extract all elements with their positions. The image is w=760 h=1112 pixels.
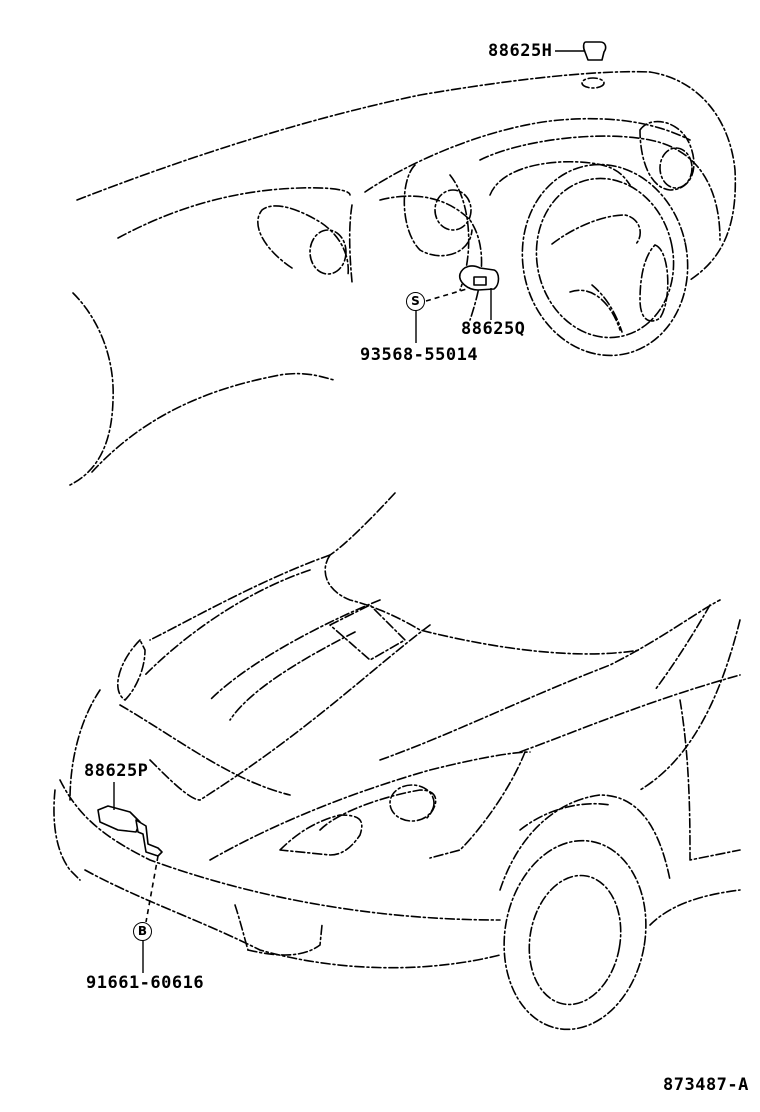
label-88625P[interactable]: 88625P — [84, 761, 149, 781]
hood-rear-edge — [324, 554, 641, 655]
steering-hub — [639, 244, 669, 322]
fender-top — [379, 599, 721, 761]
hood-left-edge — [149, 554, 331, 641]
bumper-lower-edge — [84, 869, 501, 969]
center-cluster-inner — [403, 164, 473, 257]
steering-wheel-outer — [521, 163, 689, 357]
hood-scoop-outline — [209, 599, 381, 701]
label-88625H[interactable]: 88625H — [488, 41, 553, 61]
fog-opening — [247, 924, 323, 956]
right-gauge — [659, 147, 693, 189]
front-tire — [503, 839, 647, 1031]
part-88625Q[interactable] — [458, 265, 500, 320]
fender-crease — [519, 674, 741, 753]
sensor-88625P-bracket — [135, 819, 163, 857]
a-pillar-left — [329, 492, 396, 556]
windshield-right — [654, 604, 711, 691]
label-91661-60616[interactable]: 91661-60616 — [86, 973, 205, 993]
dash-lower-line — [91, 372, 336, 473]
instrument-panel-view — [69, 41, 737, 486]
steering-spoke-left — [551, 214, 641, 246]
left-fender-front — [69, 689, 101, 801]
steering-spoke-bottom — [569, 289, 621, 331]
sensor-88625Q-connector — [473, 276, 487, 286]
steering-spoke-bottom-2 — [591, 284, 623, 333]
dash-upper-line — [117, 187, 351, 239]
front-exterior-view — [53, 492, 741, 1031]
center-gauge — [434, 189, 472, 231]
right-headlamp-bulb — [389, 784, 435, 822]
callout-s-icon: S — [406, 292, 425, 311]
callout-b-icon: B — [133, 922, 152, 941]
hood-left-edge-2 — [144, 569, 311, 676]
meter-hood-lower — [489, 160, 631, 196]
wheel-arch-outer — [499, 794, 671, 891]
steering-wheel-inner — [535, 177, 675, 339]
screw-path-S — [425, 287, 471, 302]
door-front-edge — [679, 699, 741, 861]
part-88625P[interactable] — [97, 782, 163, 857]
right-headlamp-rear — [429, 751, 526, 859]
sensor-mount-hole — [581, 77, 605, 89]
left-vent-housing — [257, 205, 350, 276]
right-headlamp-outer — [209, 751, 531, 861]
hood-scoop-line — [229, 631, 356, 721]
wheel-arch-inner — [519, 802, 611, 831]
label-93568-55014[interactable]: 93568-55014 — [360, 345, 479, 365]
rocker-line — [649, 889, 741, 926]
front-grille-opening — [234, 904, 249, 951]
bumper-side-left — [53, 789, 81, 881]
left-vent — [309, 229, 347, 275]
hood-panel-fold — [119, 704, 291, 796]
drawing-number: 873487-A — [663, 1075, 749, 1095]
sensor-88625P-body — [97, 805, 141, 833]
hood-center-line — [199, 624, 431, 801]
dash-top-edge — [76, 70, 651, 201]
left-headlamp — [116, 639, 146, 701]
hood-scoop-box — [329, 604, 406, 661]
dash-upper-line-right — [364, 117, 691, 193]
left-pillar-arc — [69, 292, 114, 486]
sensor-88625H-body — [582, 41, 607, 61]
a-pillar-right — [639, 619, 741, 791]
hood-front-fold — [149, 759, 201, 801]
right-gauge-housing — [639, 120, 695, 191]
label-88625Q[interactable]: 88625Q — [461, 319, 526, 339]
right-headlamp-lens — [279, 814, 363, 856]
meter-hood — [479, 135, 721, 241]
right-headlamp-inner — [319, 789, 437, 831]
part-88625H[interactable] — [555, 41, 607, 89]
bumper-top-edge — [59, 779, 501, 921]
dash-right-edge — [649, 71, 737, 281]
dash-center-left-line — [348, 204, 353, 283]
front-rim — [528, 874, 622, 1006]
bolt-path-B — [145, 855, 159, 923]
